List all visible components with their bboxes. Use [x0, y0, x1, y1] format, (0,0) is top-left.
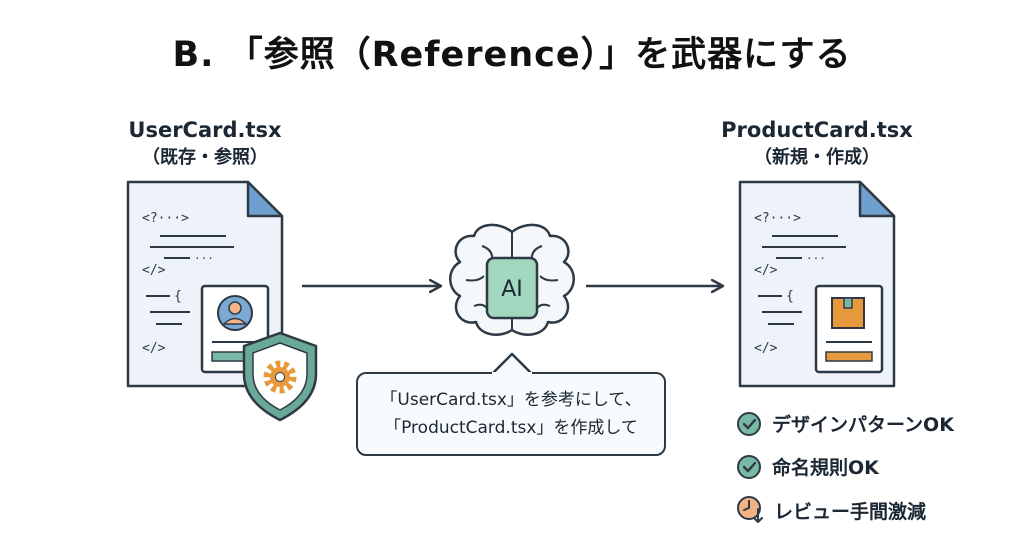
code-close-tag: </>: [142, 341, 166, 356]
code-close-tag: </>: [142, 263, 166, 278]
prompt-line-2: 「ProductCard.tsx」を作成して: [384, 418, 638, 438]
code-close-tag: </>: [754, 263, 778, 278]
page-title: B. 「参照（Reference）」を武器にする: [172, 35, 852, 75]
code-brace: {: [786, 289, 794, 304]
shield-gear-icon: [242, 331, 318, 422]
user-card-icon: [200, 284, 270, 374]
code-brace: {: [174, 289, 182, 304]
checklist-label: 命名規則OK: [772, 457, 879, 479]
prompt-callout: 「UserCard.tsx」を参考にして、 「ProductCard.tsx」を…: [356, 372, 666, 456]
checklist-item: 命名規則OK: [736, 453, 879, 480]
clock-down-icon: [737, 496, 763, 523]
prompt-line-1: 「UserCard.tsx」を参考にして、: [380, 390, 642, 410]
product-card-icon: [814, 284, 884, 374]
callout-pointer: [491, 352, 533, 375]
check-circle-icon: [737, 411, 761, 436]
code-dots: ···: [194, 252, 214, 265]
code-dots: ···: [806, 252, 826, 265]
left-file-name: UserCard.tsx: [128, 118, 282, 142]
checklist-label: デザインパターンOK: [772, 414, 954, 436]
checklist-label: レビュー手間激減: [774, 500, 927, 523]
check-circle-icon: [737, 454, 761, 479]
code-close-tag: </>: [754, 341, 778, 356]
right-file-label: ProductCard.tsx （新規・作成）: [712, 116, 922, 172]
code-open-tag: <?···>: [754, 211, 801, 226]
left-file-label: UserCard.tsx （既存・参照）: [100, 116, 310, 172]
ai-label: AI: [501, 277, 523, 302]
brain-icon: [449, 223, 575, 336]
right-file-name: ProductCard.tsx: [721, 118, 913, 142]
checklist-item: レビュー手間激減: [736, 495, 926, 525]
right-file-sub: （新規・作成）: [754, 147, 880, 168]
left-file-sub: （既存・参照）: [142, 147, 268, 168]
callout-pointer-mask: [492, 372, 532, 376]
checklist-item: デザインパターンOK: [736, 410, 954, 437]
code-open-tag: <?···>: [142, 211, 189, 226]
